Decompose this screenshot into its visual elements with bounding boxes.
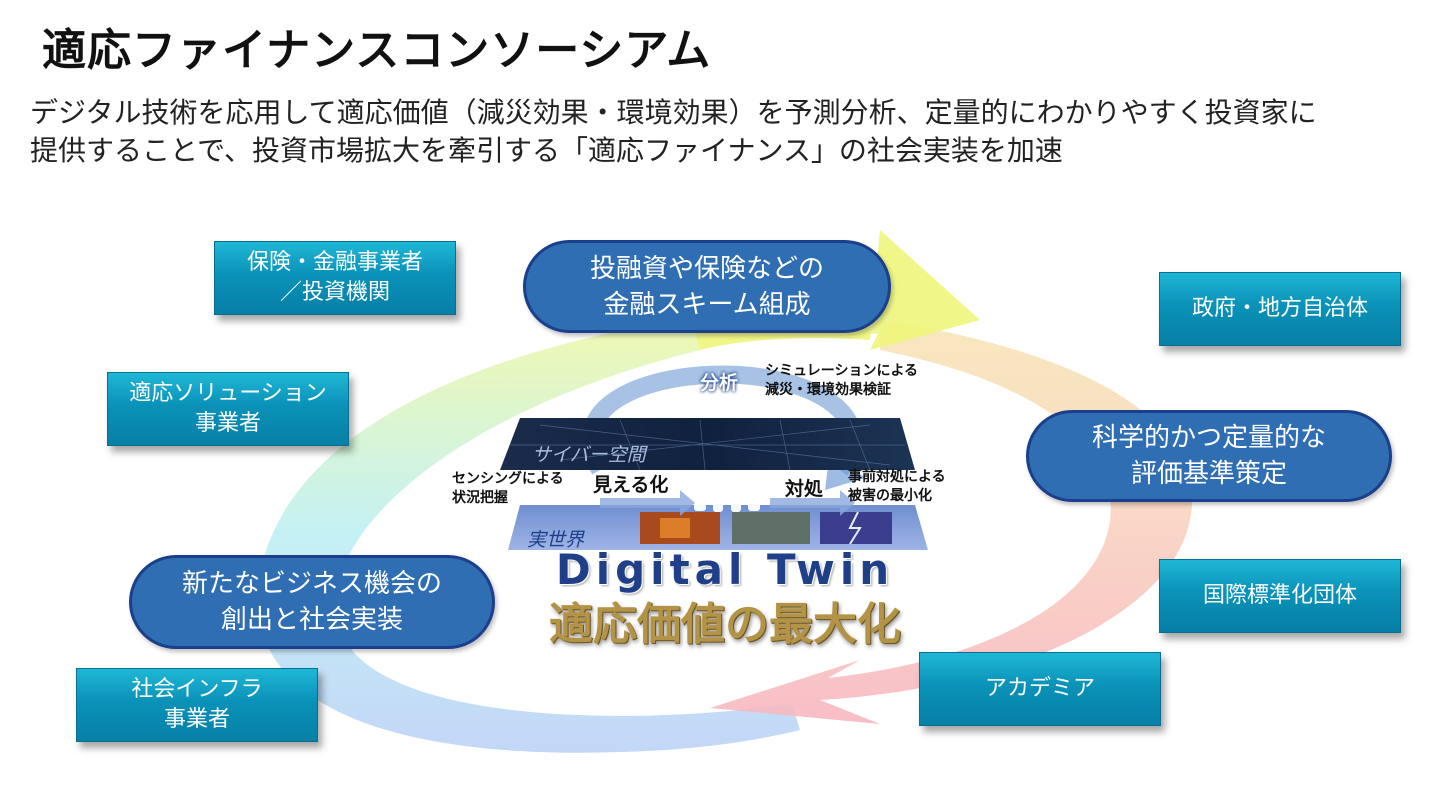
org-social-infrastructure: 社会インフラ 事業者: [76, 668, 318, 742]
people-icon: [694, 472, 760, 512]
org-adaptation-solution: 適応ソリューション 事業者: [107, 372, 349, 446]
cyber-space-label: サイバー空間: [532, 444, 646, 466]
response-label: 対処: [785, 478, 824, 500]
simulation-label: シミュレーションによる 減災・環境効果検証: [765, 363, 919, 398]
analysis-label: 分析: [700, 372, 739, 394]
response-arrow: [770, 490, 855, 516]
cycle-arc-left: [257, 318, 800, 753]
subtitle-line-2: 提供することで、投資市場拡大を牽引する「適応ファイナンス」の社会実装を加速: [30, 134, 1063, 167]
step-new-business: 新たなビジネス機会の 創出と社会実装: [129, 555, 495, 649]
prevention-label: 事前対処による 被害の最小化: [848, 469, 946, 504]
lightning-bolt: [848, 511, 862, 545]
photo-fire-glow: [660, 518, 690, 538]
org-insurance-finance: 保険・金融事業者 ／投資機関: [214, 241, 456, 315]
visualize-arrow: [600, 490, 695, 516]
page-title: 適応ファイナンスコンソーシアム: [42, 25, 712, 76]
page-subtitle: デジタル技術を応用して適応価値（減災効果・環境効果）を予測分析、定量的にわかりや…: [30, 94, 1430, 170]
org-standards-body: 国際標準化団体: [1159, 559, 1401, 633]
subtitle-line-1: デジタル技術を応用して適応価値（減災効果・環境効果）を予測分析、定量的にわかりや…: [30, 96, 1317, 129]
digital-twin-title: Digital Twin: [555, 545, 895, 594]
visualize-label: 見える化: [593, 474, 669, 496]
cyber-grid: [510, 419, 905, 471]
step-evaluation-criteria: 科学的かつ定量的な 評価基準策定: [1026, 410, 1392, 502]
photo-flood: [732, 512, 810, 544]
org-government: 政府・地方自治体: [1159, 272, 1401, 346]
sensing-label: センシングによる 状況把握: [452, 471, 564, 506]
step-finance-scheme: 投融資や保険などの 金融スキーム組成: [523, 240, 891, 333]
real-world-label: 実世界: [527, 529, 585, 551]
org-academia: アカデミア: [919, 652, 1161, 726]
adaptation-value-tagline: 適応価値の最大化: [549, 599, 901, 650]
